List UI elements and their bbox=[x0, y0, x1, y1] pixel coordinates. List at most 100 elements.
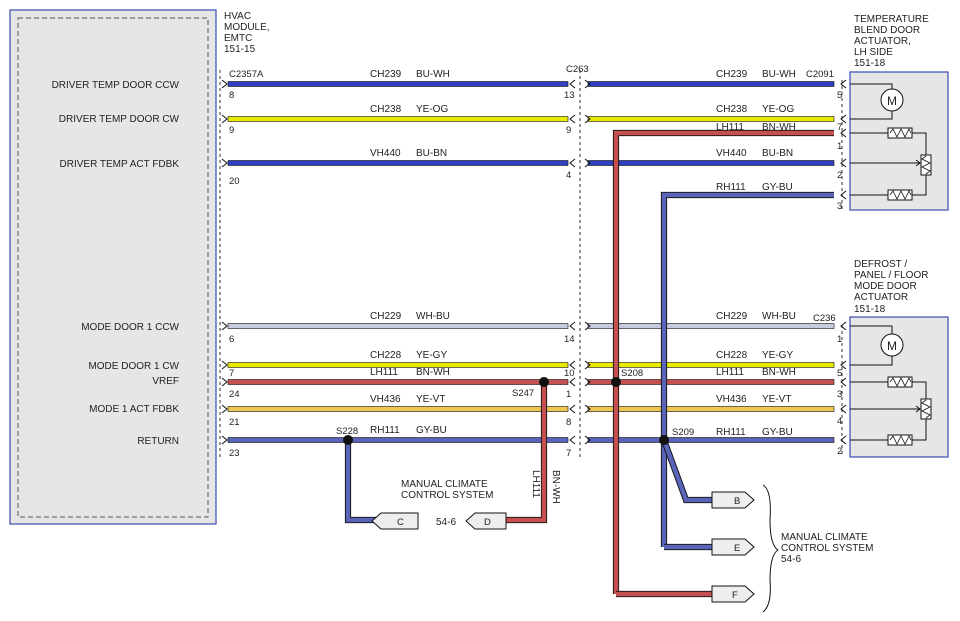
wire-circuit: CH229 bbox=[370, 311, 402, 322]
c2091-label: C2091 bbox=[806, 69, 834, 80]
hvac-module-name-2: MODULE, bbox=[224, 22, 270, 33]
splices: S228 S247 S208 S209 bbox=[336, 368, 694, 445]
pin-number: 2 bbox=[837, 446, 842, 457]
hvac-module-name-1: HVAC bbox=[224, 11, 251, 22]
pot-wiring bbox=[850, 381, 927, 441]
wire-lh111-right bbox=[587, 379, 835, 385]
wire-color: WH-BU bbox=[416, 311, 450, 322]
wire-ch229-left bbox=[227, 323, 569, 329]
connector-arrow-icon bbox=[221, 377, 228, 387]
wire-ch228-right bbox=[587, 362, 835, 368]
c263-arrows bbox=[569, 79, 591, 445]
tag-icon bbox=[711, 538, 755, 556]
temp-actuator-name-2: BLEND DOOR bbox=[854, 25, 920, 36]
wire-color: YE-GY bbox=[416, 350, 447, 361]
connector-arrow-icon bbox=[569, 435, 591, 445]
right-ref-line-2: CONTROL SYSTEM bbox=[781, 543, 873, 554]
c263-label: C263 bbox=[566, 64, 589, 75]
resistor-zigzag bbox=[889, 190, 912, 200]
c236-label: C236 bbox=[813, 313, 836, 324]
wire-rh111-to-b bbox=[661, 438, 712, 504]
s247-branch: LH111 BN-WH bbox=[506, 382, 561, 524]
signal-label: DRIVER TEMP DOOR CCW bbox=[52, 80, 180, 91]
wire-color: YE-GY bbox=[762, 350, 793, 361]
right-ref-line-1: MANUAL CLIMATE bbox=[781, 532, 868, 543]
wire-circuit: RH111 bbox=[370, 425, 400, 436]
wire-circuit: VH436 bbox=[716, 394, 747, 405]
tag-icon bbox=[711, 585, 755, 603]
connector-arrow-icon bbox=[569, 158, 591, 168]
connector-arrow-icon bbox=[221, 360, 228, 370]
wire-ch229-right bbox=[587, 323, 835, 329]
potentiometer-arrow bbox=[912, 405, 921, 413]
wire-vh436-left bbox=[227, 406, 569, 412]
wire-circuit: VH436 bbox=[370, 394, 401, 405]
splice-s209-label: S209 bbox=[672, 427, 694, 438]
connector-arrow-icon bbox=[221, 404, 228, 414]
pin-number: 8 bbox=[229, 90, 234, 101]
signal-label: VREF bbox=[152, 376, 179, 387]
splice-s208-label: S208 bbox=[621, 368, 643, 379]
tag-c-label: C bbox=[397, 517, 404, 528]
right-reference: MANUAL CLIMATE CONTROL SYSTEM 54-6 bbox=[762, 484, 873, 613]
wire-rh111-to-c-fill bbox=[345, 440, 390, 523]
wire-circuit: CH239 bbox=[370, 69, 402, 80]
wire-color: BN-WH bbox=[762, 122, 796, 133]
wire-circuit: CH239 bbox=[716, 69, 748, 80]
signal-label: MODE DOOR 1 CCW bbox=[81, 322, 179, 333]
wire-color: GY-BU bbox=[762, 182, 793, 193]
tag-d-label: D bbox=[484, 517, 491, 528]
pin-number: 1 bbox=[837, 334, 842, 345]
potentiometer-wiper bbox=[921, 155, 931, 175]
signal-label: RETURN bbox=[137, 436, 179, 447]
pin-number: 2 bbox=[837, 170, 842, 181]
wire-lh111-left bbox=[227, 379, 569, 385]
wire-color: GY-BU bbox=[762, 427, 793, 438]
potentiometer-arrow bbox=[912, 159, 921, 167]
wire-color: BN-WH bbox=[762, 367, 796, 378]
connector-arrow-icon bbox=[569, 360, 591, 370]
pin-number: 3 bbox=[837, 201, 842, 212]
left-wire-labels: CH239 BU-WH CH238 YE-OG VH440 BU-BN CH22… bbox=[370, 69, 450, 436]
tag-b-label: B bbox=[734, 496, 740, 507]
wire-circuit: CH238 bbox=[716, 104, 748, 115]
left-wires bbox=[227, 81, 569, 443]
resistor-icon bbox=[887, 434, 913, 446]
signal-label: MODE DOOR 1 CW bbox=[88, 361, 179, 372]
wire-circuit: VH440 bbox=[370, 148, 401, 159]
temp-actuator-name-5: 151-18 bbox=[854, 58, 886, 69]
pin-number: 7 bbox=[837, 122, 842, 133]
wire-circuit: RH111 bbox=[716, 182, 746, 193]
pin-number: 3 bbox=[837, 389, 842, 400]
pin-number: 14 bbox=[564, 334, 575, 345]
right-wire-labels: CH239 BU-WH CH238 YE-OG LH111 BN-WH VH44… bbox=[716, 69, 796, 438]
pin-number: 20 bbox=[229, 176, 240, 187]
pin-number: 9 bbox=[566, 125, 571, 136]
right-wires bbox=[587, 81, 835, 598]
temp-actuator-name-1: TEMPERATURE bbox=[854, 14, 929, 25]
signal-label: DRIVER TEMP DOOR CW bbox=[59, 114, 180, 125]
splice-dot-icon bbox=[539, 377, 549, 387]
connector-arrow-icon bbox=[840, 114, 847, 124]
signal-label: MODE 1 ACT FDBK bbox=[89, 404, 179, 415]
connector-arrow-icon bbox=[569, 79, 591, 89]
connector-arrow-icon bbox=[221, 114, 228, 124]
wire-color: BU-WH bbox=[416, 69, 450, 80]
tag-icon bbox=[465, 512, 507, 530]
wire-color: BU-BN bbox=[762, 148, 793, 159]
pin-number: 1 bbox=[566, 389, 571, 400]
tag-e-label: E bbox=[734, 543, 740, 554]
wire-circuit: CH238 bbox=[370, 104, 402, 115]
wire-color: GY-BU bbox=[416, 425, 447, 436]
hvac-module: HVAC MODULE, EMTC 151-15 C2357A bbox=[9, 9, 270, 525]
temp-blend-actuator: TEMPERATURE BLEND DOOR ACTUATOR, LH SIDE… bbox=[806, 14, 949, 212]
wire-rh111-left bbox=[227, 437, 569, 443]
mode-actuator-name-5: 151-18 bbox=[854, 304, 886, 315]
resistor-icon bbox=[887, 376, 913, 388]
motor-letter: M bbox=[887, 94, 897, 108]
splice-dot-icon bbox=[659, 435, 669, 445]
actuator-arrows bbox=[840, 79, 847, 445]
signal-label: DRIVER TEMP ACT FDBK bbox=[60, 159, 180, 170]
c2357a-arrows bbox=[221, 79, 228, 445]
pin-number: 1 bbox=[837, 141, 842, 152]
